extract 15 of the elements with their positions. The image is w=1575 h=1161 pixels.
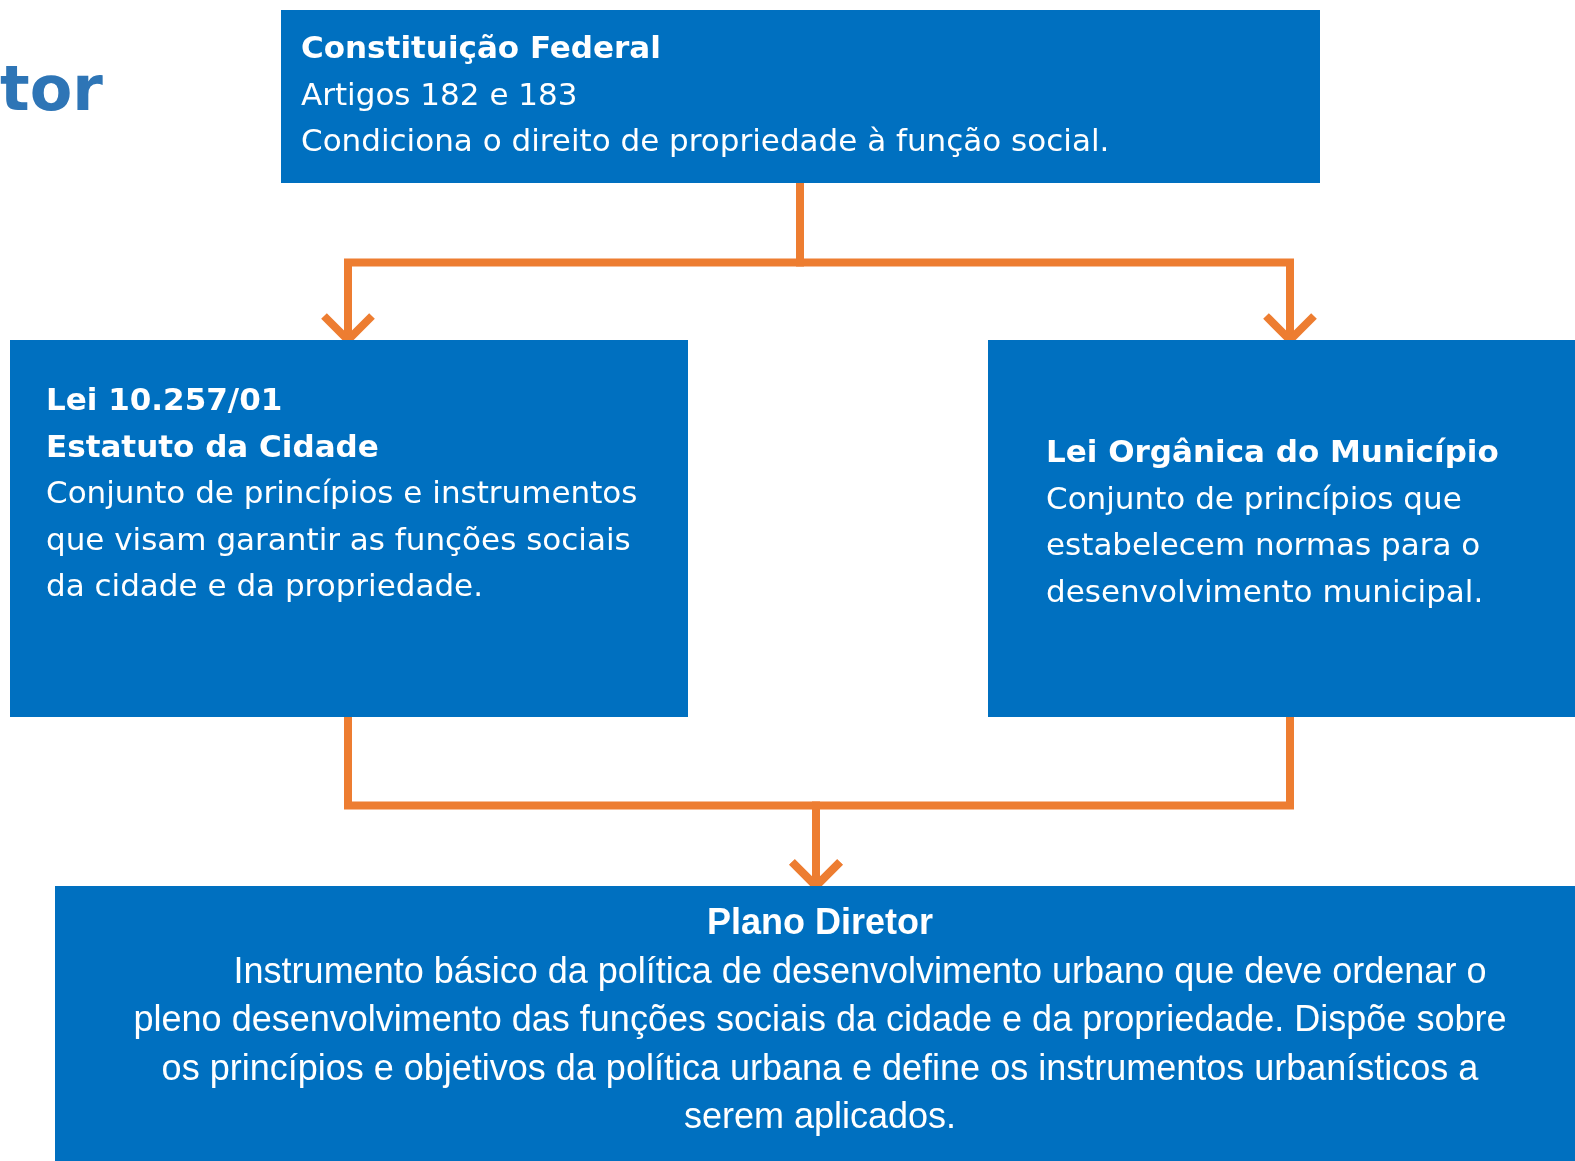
box-heading: Constituição Federal	[301, 28, 662, 67]
box-text: Condiciona o direito de propriedade à função social.	[301, 121, 1111, 160]
process-box	[10, 340, 688, 717]
box-heading: Estatuto da Cidade	[46, 426, 380, 466]
box-heading: Plano Diretor	[705, 900, 934, 944]
process-box	[988, 340, 1575, 717]
box-heading: Lei 10.257/01	[46, 380, 284, 419]
process-box	[55, 886, 1575, 1161]
title-fragment: tor	[0, 58, 103, 120]
process-box	[281, 10, 1320, 183]
box-text: Instrumento básico da política de desenvolvimento urbano que deve ordenar o pleno desenvolvimento das funções sociais da cidade e da propriedade. Dispõe sobre os princípios e objetivos da política urbana e define os instrumentos urbanísticos a serem aplicados.	[132, 948, 1508, 1139]
box-text: Conjunto de princípios e instrumentos que visam garantir as funções sociais da cidade e da propriedade.	[46, 473, 639, 605]
box-heading: Lei Orgânica do Município	[1046, 432, 1500, 471]
box-text: Artigos 182 e 183	[301, 74, 579, 114]
box-text: Conjunto de princípios que estabelecem normas para o desenvolvimento municipal.	[1046, 478, 1485, 611]
